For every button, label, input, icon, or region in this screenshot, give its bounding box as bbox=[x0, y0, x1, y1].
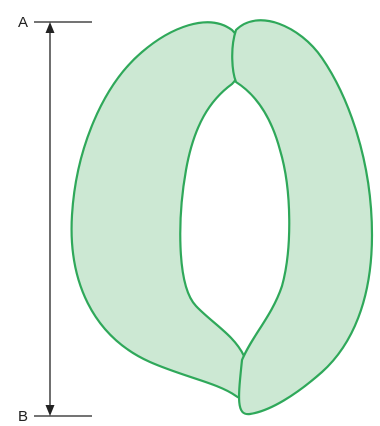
right-guard-cell bbox=[232, 20, 372, 414]
left-guard-cell bbox=[72, 22, 249, 398]
top-arrowhead bbox=[46, 22, 55, 33]
label-a: A bbox=[18, 14, 28, 31]
bottom-arrowhead bbox=[46, 405, 55, 416]
label-b: B bbox=[18, 408, 28, 425]
